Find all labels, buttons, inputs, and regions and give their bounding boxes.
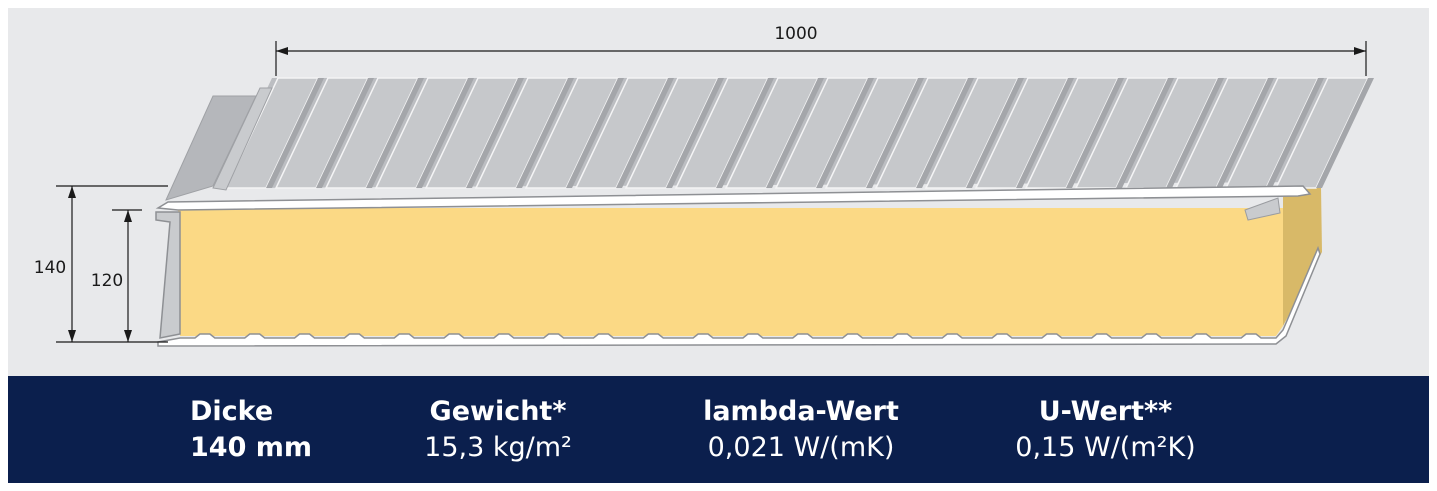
top-sheet-rib-shadow	[266, 78, 324, 188]
top-sheet-rib-shadow	[1316, 78, 1374, 188]
top-sheet-rib-shadow	[816, 78, 874, 188]
top-sheet-rib-shadow	[416, 78, 474, 188]
panel-joint-right	[1244, 197, 1281, 221]
spec-weight-value: 15,3 kg/m²	[424, 432, 572, 463]
top-sheet-rib-shadow	[766, 78, 824, 188]
core-arrow-bottom	[124, 330, 132, 342]
left-overlap-sheet-2	[212, 87, 273, 191]
top-sheet-rib-shadow	[916, 78, 974, 188]
bottom-skin-path	[157, 245, 1321, 347]
bottom-steel-sheet	[157, 245, 1321, 347]
top-sheet-rib-shadow	[1016, 78, 1074, 188]
top-steel-sheet	[220, 77, 1374, 189]
specs-bar: Dicke 140 mm Gewicht* 15,3 kg/m² lambda-…	[8, 376, 1429, 483]
width-dimension-label: 1000	[774, 24, 817, 44]
top-sheet-rib-shadow	[1166, 78, 1224, 188]
spec-u-value: U-Wert** 0,15 W/(m²K)	[1003, 394, 1208, 466]
total-arrow-bottom	[68, 330, 76, 342]
spec-lambda-value: 0,021 W/(mK)	[707, 432, 895, 463]
top-sheet-rib-shadow	[1216, 78, 1274, 188]
total-arrow-top	[68, 186, 76, 198]
panel-cross-section-drawing: 1000 140 120	[8, 8, 1429, 376]
width-arrow-right	[1354, 47, 1366, 55]
top-sheet-rib-shadow	[716, 78, 774, 188]
spec-thickness-label: Dicke	[190, 396, 274, 427]
width-arrow-left	[276, 47, 288, 55]
spec-lambda-label: lambda-Wert	[703, 396, 899, 427]
top-sheet-rib-shadow	[566, 78, 624, 188]
spec-u-value-label: U-Wert**	[1038, 396, 1173, 427]
spec-u-value-value: 0,15 W/(m²K)	[1015, 432, 1196, 463]
top-sheet-rib-shadow	[966, 78, 1024, 188]
top-skin	[155, 185, 1312, 211]
top-sheet-rib-shadow	[366, 78, 424, 188]
core-thickness-label: 120	[91, 271, 123, 291]
core-arrow-top	[124, 210, 132, 222]
top-sheet-rib-shadow	[1116, 78, 1174, 188]
total-thickness-label: 140	[34, 258, 66, 278]
panel-svg: 1000 140 120	[34, 24, 1374, 347]
top-sheet-rib-shadow	[866, 78, 924, 188]
panel-figure: 1000 140 120 Dicke 140 mm Gewicht* 15,3 …	[8, 8, 1429, 483]
top-sheet-rib-shadow	[316, 78, 374, 188]
foam-core	[178, 208, 1283, 336]
spec-weight: Gewicht* 15,3 kg/m²	[418, 394, 578, 466]
top-sheet-rib-shadow	[616, 78, 674, 188]
spec-lambda: lambda-Wert 0,021 W/(mK)	[694, 394, 908, 466]
spec-thickness-value: 140 mm	[190, 432, 313, 463]
top-sheet-rib-shadow	[1266, 78, 1324, 188]
top-sheet-rib-shadow	[466, 78, 524, 188]
top-sheet-rib-shadow	[1066, 78, 1124, 188]
spec-weight-label: Gewicht*	[429, 396, 567, 427]
spec-thickness: Dicke 140 mm	[190, 394, 312, 466]
left-groove	[155, 211, 181, 339]
top-sheet-rib-shadow	[516, 78, 574, 188]
top-sheet-rib-shadow	[666, 78, 724, 188]
